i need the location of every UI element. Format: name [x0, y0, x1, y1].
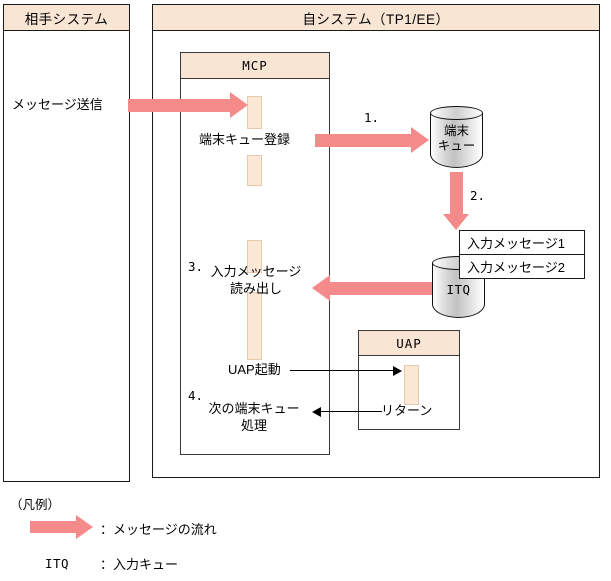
- terminal-queue-label: 端末 キュー: [437, 124, 476, 153]
- cylinder-body: [430, 113, 483, 168]
- cylinder-top-ellipse: [430, 106, 483, 120]
- arrow-head-right-icon: [411, 127, 429, 153]
- arrow-head-left-icon: [312, 275, 330, 301]
- remote-system-header: 相手システム: [4, 5, 129, 31]
- uap-start-line: [290, 370, 396, 372]
- uap-header: UAP: [359, 331, 459, 356]
- uap-start-arrow-head-icon: [393, 365, 402, 376]
- input-message-1-label: 入力メッセージ1: [467, 236, 565, 251]
- arrow-shaft: [449, 172, 463, 216]
- uap-return-arrow-head-icon: [312, 406, 321, 417]
- mcp-title: MCP: [242, 58, 268, 73]
- mcp-activation-bar-4: [247, 292, 262, 360]
- terminal-queue-cylinder: 端末 キュー: [430, 106, 483, 168]
- step-number-3: 3.: [188, 259, 204, 274]
- uap-activation-bar: [404, 365, 419, 405]
- local-system-title: 自システム（TP1/EE）: [302, 11, 450, 27]
- read-input-message-label: 入力メッセージ 読み出し: [210, 264, 302, 296]
- uap-return-stub: [368, 411, 382, 413]
- arrow-head-right-icon: [76, 515, 93, 539]
- uap-return-label: リターン: [381, 403, 433, 418]
- uap-return-line: [320, 411, 370, 413]
- uap-title: UAP: [396, 335, 422, 351]
- remote-system-box: 相手システム: [3, 4, 130, 482]
- mcp-activation-bar-2: [247, 155, 262, 186]
- arrow-shaft: [128, 98, 232, 112]
- legend-title: （凡例）: [10, 498, 61, 512]
- mcp-activation-bar-1: [247, 96, 262, 129]
- legend-itq-key: ITQ: [45, 556, 70, 571]
- mcp-header: MCP: [181, 53, 329, 79]
- next-terminal-queue-label: 次の端末キュー 処理: [208, 401, 300, 433]
- remote-system-title: 相手システム: [24, 11, 109, 27]
- legend-arrow-meaning: ：メッセージの流れ: [100, 522, 217, 537]
- local-system-header: 自システム（TP1/EE）: [153, 5, 599, 31]
- input-message-box-2: 入力メッセージ2: [459, 254, 585, 279]
- arrow-head-down-icon: [443, 214, 469, 230]
- mcp-activation-bar-3: [247, 240, 262, 273]
- itq-label: ITQ: [446, 282, 471, 297]
- input-message-box-1: 入力メッセージ1: [459, 230, 585, 255]
- mcp-box: MCP: [180, 52, 330, 455]
- input-message-2-label: 入力メッセージ2: [467, 260, 565, 275]
- step-number-1: 1.: [364, 110, 380, 125]
- step-number-2: 2.: [470, 188, 486, 203]
- step-number-4: 4.: [188, 388, 204, 403]
- terminal-queue-register-label: 端末キュー登録: [199, 132, 291, 147]
- arrow-shaft: [330, 281, 432, 295]
- uap-start-label: UAP起動: [228, 362, 281, 377]
- arrow-shaft: [315, 133, 413, 147]
- arrow-head-right-icon: [230, 92, 248, 118]
- send-message-label: メッセージ送信: [12, 97, 103, 112]
- legend-itq-meaning: ：入力キュー: [100, 557, 179, 572]
- arrow-shaft: [30, 521, 78, 533]
